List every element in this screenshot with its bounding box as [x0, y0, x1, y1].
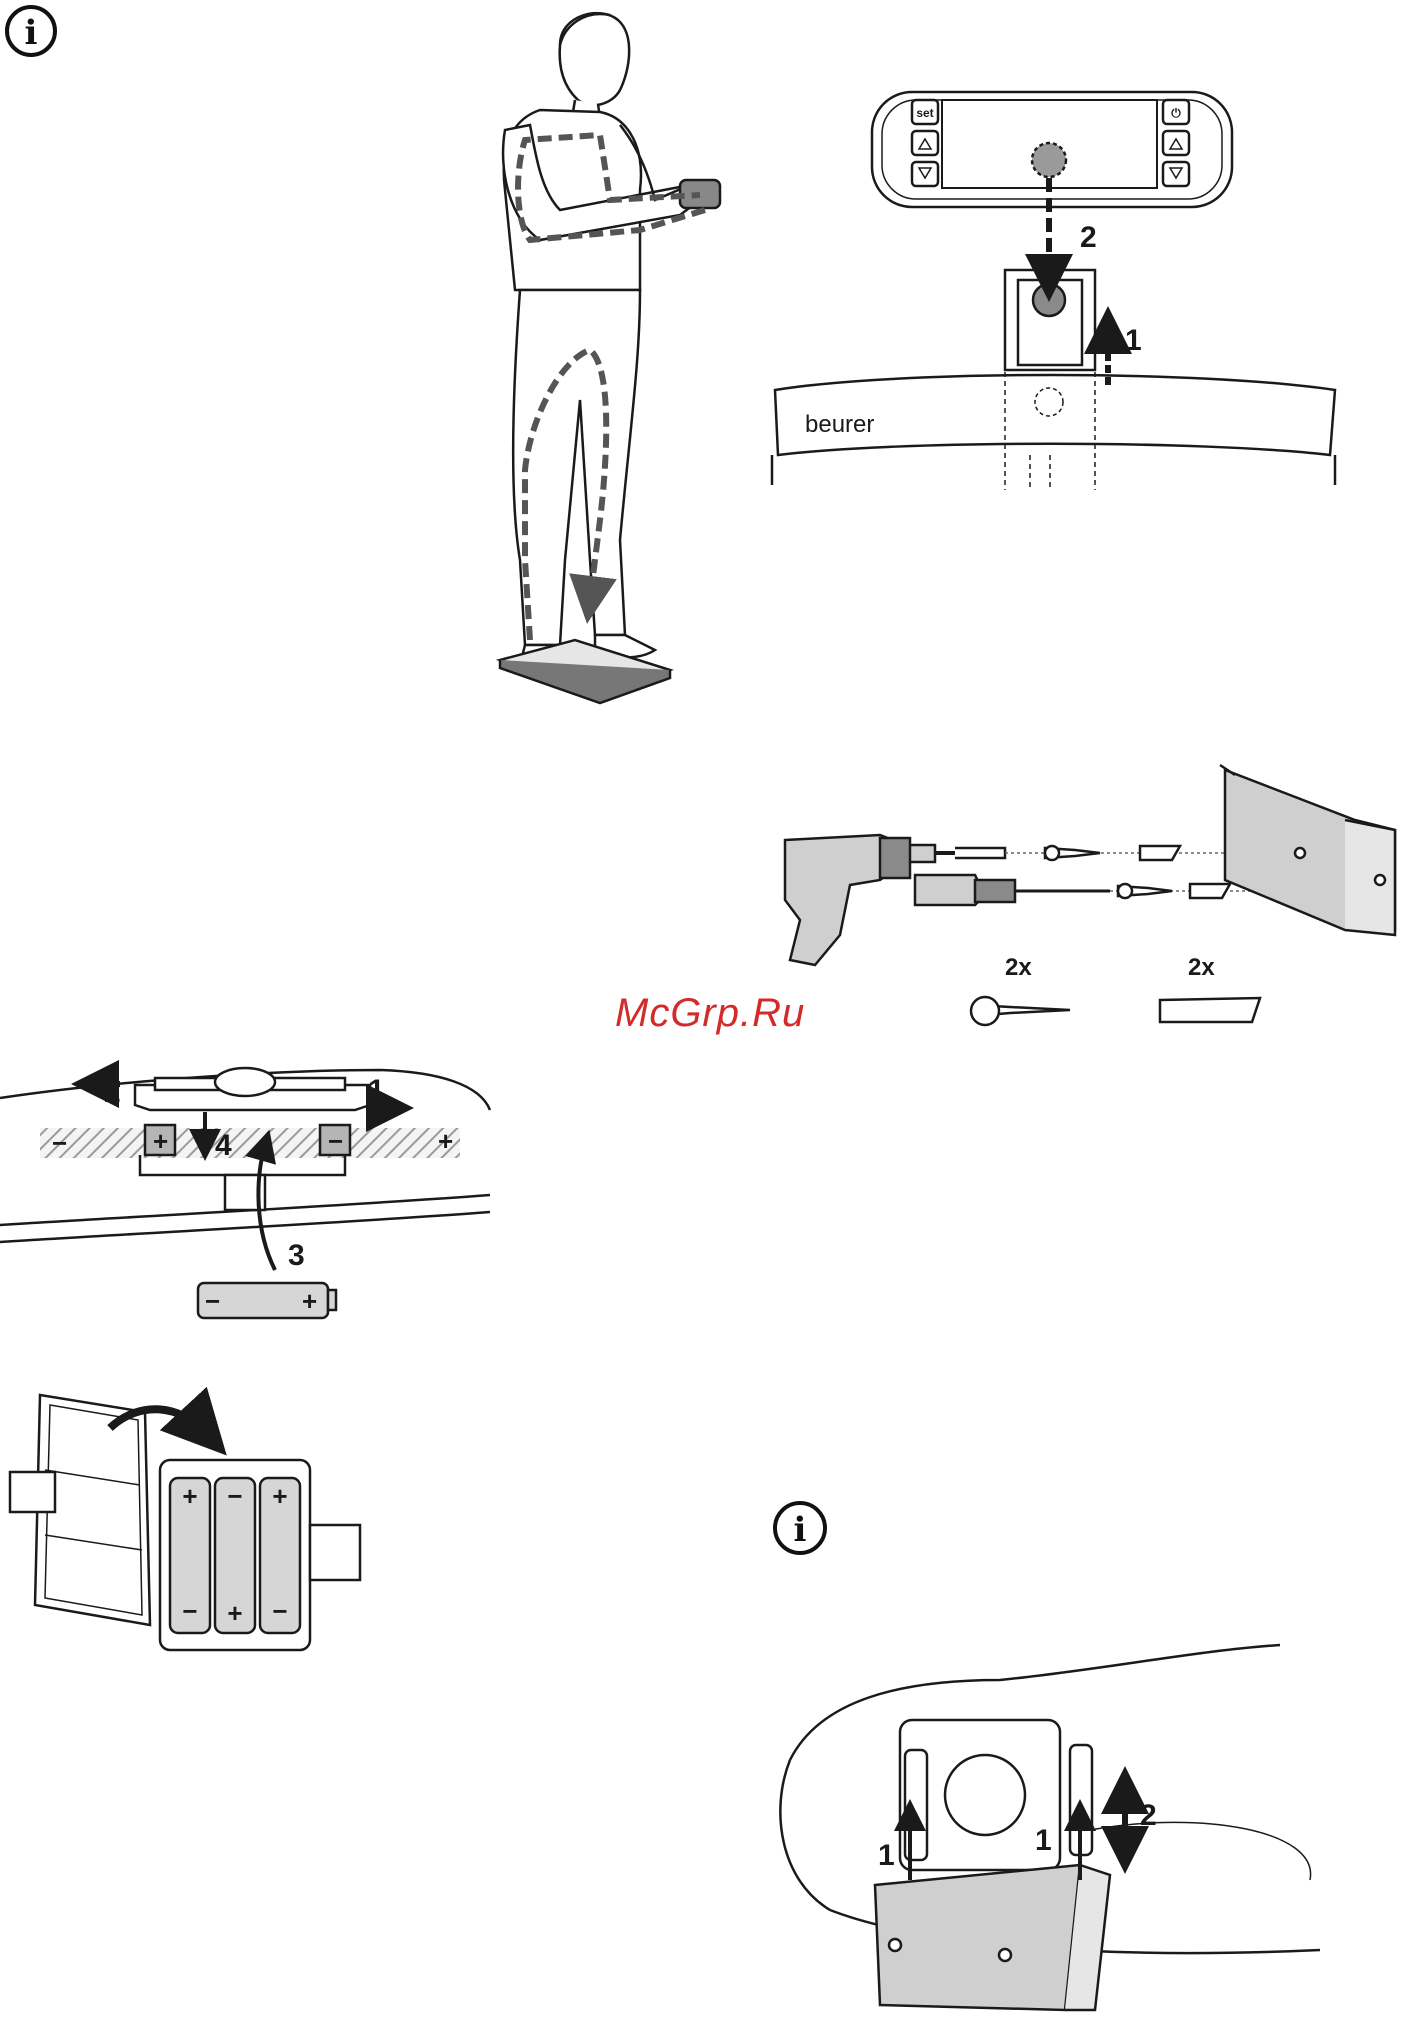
cell-1-top: +: [182, 1481, 197, 1511]
svg-text:set: set: [916, 106, 933, 120]
figure-person-on-scale: [500, 13, 720, 703]
battery-step-2: 2: [104, 1076, 121, 1109]
battery-step-3: 3: [288, 1239, 305, 1272]
single-battery-minus: −: [205, 1286, 220, 1316]
figure-wall-mount: [785, 765, 1395, 1025]
info-icon-2: i: [775, 1503, 825, 1553]
battery-sign-minus: −: [52, 1128, 67, 1158]
svg-text:⏻: ⏻: [1171, 106, 1181, 120]
svg-text:i: i: [794, 1510, 807, 1550]
bracket-step-2: 2: [1140, 1799, 1157, 1832]
bracket-step-1-right: 1: [1035, 1824, 1052, 1857]
cell-3-bottom: −: [272, 1596, 287, 1626]
cell-3-top: +: [272, 1481, 287, 1511]
step-label-2: 2: [1080, 221, 1097, 254]
display-buttons-right: ⏻: [1163, 100, 1189, 186]
battery-step-4: 4: [215, 1129, 232, 1162]
battery-sign-plus: +: [153, 1126, 168, 1156]
battery-step-1: 1: [368, 1074, 385, 1107]
dowels-quantity: 2x: [1188, 954, 1215, 981]
screws-quantity: 2x: [1005, 954, 1032, 981]
cell-2-bottom: +: [227, 1598, 242, 1628]
battery-sign-minus-2: −: [328, 1126, 343, 1156]
brand-logo: beurer: [805, 411, 874, 438]
svg-text:i: i: [25, 13, 38, 53]
step-label-1: 1: [1125, 324, 1142, 357]
battery-sign-plus-2: +: [438, 1126, 453, 1156]
single-battery-plus: +: [302, 1286, 317, 1316]
bracket-step-1-left: 1: [878, 1839, 895, 1872]
cell-1-bottom: −: [182, 1596, 197, 1626]
watermark: McGrp.Ru: [615, 991, 805, 1035]
figure-battery-insert: [0, 1068, 490, 1318]
info-icon: i: [7, 7, 55, 55]
display-buttons-left: set: [912, 100, 938, 186]
cell-2-top: −: [227, 1481, 242, 1511]
